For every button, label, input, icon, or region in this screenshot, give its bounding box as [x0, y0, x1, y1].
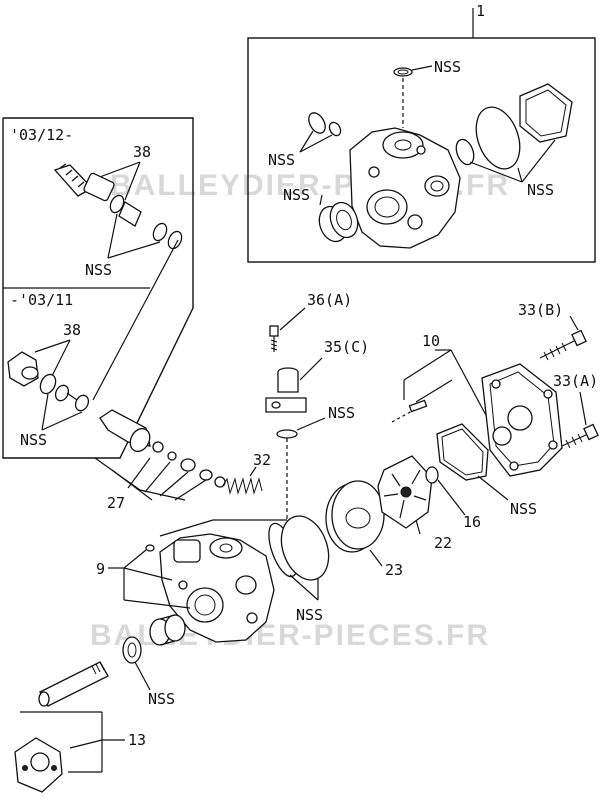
callout-35c: 35(C): [324, 338, 369, 356]
bushing: [149, 614, 186, 646]
cover-gasket: [436, 423, 509, 501]
kit-box-frame: [247, 37, 596, 263]
callout-33b: 33(B): [518, 301, 563, 319]
callout-23-nss: NSS: [296, 606, 323, 624]
callout-16-nss: NSS: [510, 500, 537, 518]
kit-box-ref-label: 1: [476, 2, 485, 20]
callout-22: 22: [434, 534, 452, 552]
kit-nss-top: NSS: [434, 58, 461, 76]
snap-ring: [425, 466, 466, 516]
kit-top-oring: [393, 65, 433, 128]
valve-assembly-new: [53, 163, 183, 250]
part-9-leaders: [108, 549, 191, 609]
part-13-leaders: [20, 711, 125, 773]
bolt-33b: [539, 315, 587, 361]
callout-33a: 33(A): [553, 372, 598, 390]
inset-new-ref: 38: [133, 143, 151, 161]
callout-35c-nss: NSS: [328, 404, 355, 422]
kit-left-orings: [299, 112, 342, 153]
shaft-seal: [122, 636, 151, 691]
kit-nss-left: NSS: [268, 151, 295, 169]
inset-old-nss: NSS: [20, 431, 47, 449]
spool-valve: [99, 409, 226, 488]
callout-27: 27: [107, 494, 125, 512]
kit-right-rings: [455, 83, 573, 183]
kit-seal: [318, 194, 359, 243]
callout-16: 16: [463, 513, 481, 531]
inset-new-nss: NSS: [85, 261, 112, 279]
drive-shaft: [14, 661, 109, 793]
cam-ring: [325, 480, 385, 567]
pump-housing: [145, 533, 275, 643]
rotor: [377, 455, 433, 535]
bolt-33a: [561, 391, 599, 449]
callout-10: 10: [422, 332, 440, 350]
kit-nss-right: NSS: [527, 181, 554, 199]
inset-old-ref: 38: [63, 321, 81, 339]
spring: [221, 466, 263, 495]
callout-23: 23: [385, 561, 403, 579]
inset-new-date-label: '03/12-: [10, 126, 73, 144]
part-27-leaders: [94, 457, 207, 501]
fitting-oring: [276, 417, 326, 520]
dowel-pin: [391, 379, 453, 423]
valve-assembly-old: [7, 351, 90, 412]
callout-9: 9: [96, 560, 105, 578]
bolt-36a: [269, 307, 306, 352]
callout-13: 13: [128, 731, 146, 749]
inset-old-date-label: -'03/11: [10, 291, 73, 309]
gasket-rings: [268, 515, 330, 601]
callout-36a: 36(A): [307, 291, 352, 309]
callout-13-nss: NSS: [148, 690, 175, 708]
callout-32: 32: [253, 451, 271, 469]
part-10-leaders: [403, 349, 496, 433]
fitting-35c: [265, 357, 323, 413]
end-cover: [481, 363, 563, 477]
inset-box: '03/12- 38 NSS -'03/11 38: [2, 117, 194, 459]
kit-housing: [349, 127, 461, 249]
kit-box: 1 NSS NSS: [247, 2, 596, 263]
kit-nss-seal: NSS: [283, 186, 310, 204]
